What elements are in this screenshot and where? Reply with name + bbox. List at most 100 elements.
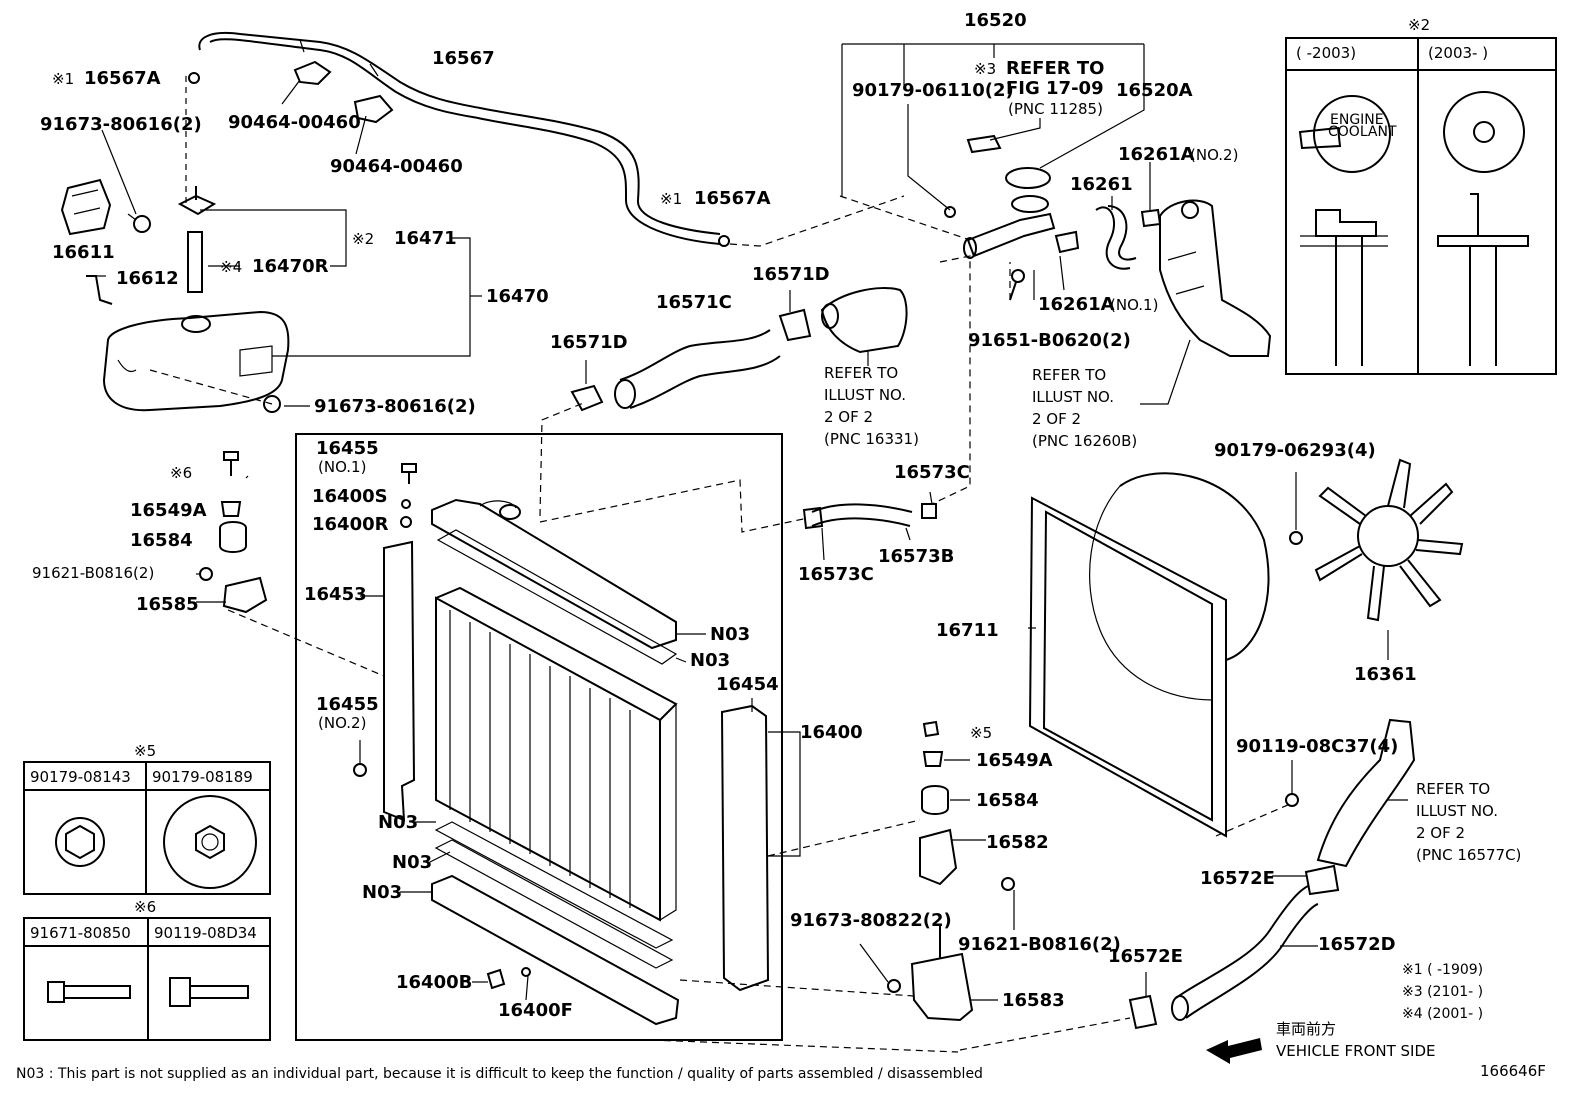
- gasket-16400F: [521, 967, 531, 977]
- refer-16260-line3: 2 OF 2: [1032, 410, 1081, 428]
- front-label-jp: 車両前方: [1276, 1020, 1336, 1038]
- gasket-lower-a: [434, 821, 674, 949]
- refer-16260-line1: REFER TO: [1032, 366, 1106, 384]
- clamp-16571D-a: [570, 384, 604, 412]
- nut-5: [922, 720, 940, 738]
- bolt-6: [223, 451, 239, 476]
- water-inlet-16331: [820, 287, 908, 354]
- label-16400: 16400: [800, 722, 863, 743]
- label-16470: 16470: [486, 286, 549, 307]
- label-16549A-right: 16549A: [976, 750, 1053, 771]
- upper-hose-16571C: [614, 329, 781, 409]
- radiator-assembly-box: [295, 433, 783, 1041]
- label-n03-3: N03: [378, 812, 418, 833]
- oring-16400R: [400, 516, 412, 528]
- note-4: ※4 (2001- ): [1402, 1006, 1483, 1022]
- mark-2-16471: ※2: [352, 230, 374, 248]
- water-pump-16260B: [1159, 199, 1272, 357]
- label-16612: 16612: [116, 268, 179, 289]
- illustration-number: 166646F: [1480, 1062, 1546, 1080]
- label-16567A-mid: 16567A: [694, 188, 771, 209]
- label-16520: 16520: [964, 10, 1027, 31]
- clamp-16567A-top: [188, 72, 200, 84]
- radiator-support-16454: [720, 704, 770, 992]
- drain-cock-16400B: [486, 968, 506, 990]
- dashed-lines: [149, 195, 1291, 1053]
- label-91673-80616-top: 91673-80616(2): [40, 114, 202, 135]
- label-16549A-left: 16549A: [130, 500, 207, 521]
- label-91621-B0816-right: 91621-B0816(2): [958, 934, 1121, 955]
- inset-bolt-mark: ※6: [134, 898, 156, 916]
- mark-5-nut: ※5: [970, 724, 992, 742]
- label-16470R: 16470R: [252, 256, 329, 277]
- radiator-cap-16520A: [1005, 167, 1051, 189]
- label-90464-a: 90464-00460: [228, 112, 361, 133]
- reservoir-pipe-16470R: [187, 231, 203, 293]
- label-16583: 16583: [1002, 990, 1065, 1011]
- label-n03-4: N03: [392, 852, 432, 873]
- label-16454: 16454: [716, 674, 779, 695]
- inset-nut-col1: 90179-08143: [30, 768, 131, 786]
- label-16455-no1-sub: (NO.1): [318, 458, 366, 476]
- label-90119-08C37: 90119-08C37(4): [1236, 736, 1398, 757]
- label-16585: 16585: [136, 594, 199, 615]
- bolt-90119-08C37: [1285, 793, 1299, 807]
- fan-shroud-16711: [1028, 472, 1270, 838]
- refer-16331-line2: ILLUST NO.: [824, 386, 906, 404]
- refer-16577-line4: (PNC 16577C): [1416, 846, 1521, 864]
- inset-texts: ※2 ( -2003) (2003- ) ENGINE COOLANT ※5 9…: [30, 16, 1488, 942]
- bolt-91621-B0816-right: [1001, 877, 1015, 891]
- refer-16577-line3: 2 OF 2: [1416, 824, 1465, 842]
- label-16261: 16261: [1070, 174, 1133, 195]
- hose-clip-90464-a: [293, 60, 332, 86]
- label-90179-06110: 90179-06110(2): [852, 80, 1014, 101]
- label-91621-B0816-left: 91621-B0816(2): [32, 564, 154, 582]
- gasket-lower-b: [434, 839, 674, 969]
- filler-neck-16520: [963, 195, 1056, 259]
- label-90464-b: 90464-00460: [330, 156, 463, 177]
- label-16261A-no2: 16261A: [1118, 144, 1195, 165]
- refer-fig-line1: REFER TO: [1006, 58, 1104, 79]
- radiator-support-16453: [383, 540, 416, 822]
- label-16261A-no2-sub: (NO.2): [1190, 146, 1238, 164]
- fan-16361: [1314, 458, 1464, 622]
- bolt-91673-80822: [887, 979, 901, 993]
- nut-90179-06293: [1289, 531, 1303, 545]
- label-16582: 16582: [986, 832, 1049, 853]
- bracket-16611: [60, 178, 112, 236]
- front-label-en: VEHICLE FRONT SIDE: [1276, 1042, 1436, 1060]
- clamp-16573C-b: [921, 503, 937, 519]
- refer-16260-line4: (PNC 16260B): [1032, 432, 1137, 450]
- inset-cap-types: [1285, 37, 1557, 375]
- note-3: ※3 (2101- ): [1402, 984, 1483, 1000]
- bracket-16582: [919, 828, 958, 886]
- radiator-upper-tank: [431, 498, 677, 650]
- bolt-91673-80616-bottom: [263, 395, 281, 413]
- lower-hose-16572D: [1171, 885, 1319, 1021]
- label-16471: 16471: [394, 228, 457, 249]
- outlet-pipe-16577C: [1316, 718, 1416, 868]
- n03-footnote: N03 : This part is not supplied as an in…: [16, 1066, 983, 1082]
- label-16572E-a: 16572E: [1200, 868, 1275, 889]
- refer-16331-line4: (PNC 16331): [824, 430, 919, 448]
- collar-16549A-left: [220, 501, 242, 517]
- part-labels: 16520 16567 ※1 16567A 91673-80616(2) 904…: [32, 10, 1521, 1021]
- bolt-91621-B0816-left: [199, 567, 213, 581]
- mark-1-top: ※1: [52, 70, 74, 88]
- refer-16331-line1: REFER TO: [824, 364, 898, 382]
- inset-cap-mark: ※2: [1408, 16, 1430, 34]
- cushion-16584-left: [219, 521, 247, 553]
- refer-16577-line2: ILLUST NO.: [1416, 802, 1498, 820]
- label-91673-80822: 91673-80822(2): [790, 910, 952, 931]
- label-16567: 16567: [432, 48, 495, 69]
- label-16400S: 16400S: [312, 486, 388, 507]
- reservoir-hose-16567: [198, 32, 721, 245]
- refer-fig-line3: (PNC 11285): [1008, 100, 1103, 118]
- hose-16573B: [811, 503, 913, 527]
- label-16261A-no1-sub: (NO.1): [1110, 296, 1158, 314]
- mark-6-bolt: ※6: [170, 464, 192, 482]
- radiator-core: [435, 586, 678, 922]
- label-90179-06293: 90179-06293(4): [1214, 440, 1376, 461]
- reservoir-tank-16470: [102, 310, 290, 412]
